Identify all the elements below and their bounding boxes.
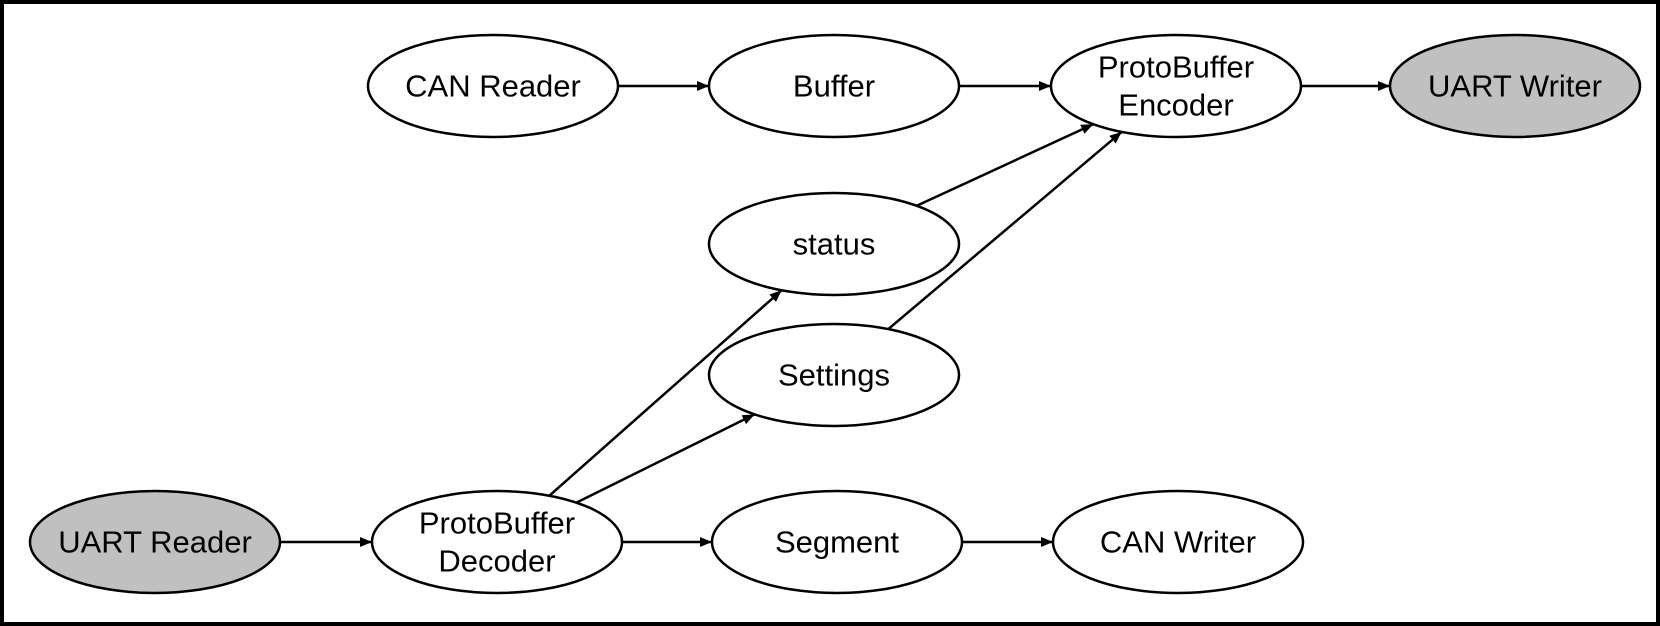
node-can-reader-label-line-1: CAN Reader [405, 69, 581, 104]
node-uart-writer-label-line-1: UART Writer [1428, 69, 1602, 104]
node-uart-reader-label-line-1: UART Reader [58, 525, 252, 560]
node-uart-reader: UART Reader [28, 489, 282, 595]
node-status-label-line-1: status [793, 227, 876, 262]
node-status-ellipse [707, 191, 961, 297]
edge-settings-to-protobuffer-encoder [887, 130, 1123, 331]
node-protobuffer-decoder-label-line-1: ProtoBuffer [419, 506, 575, 541]
node-protobuffer-decoder-ellipse [370, 489, 624, 595]
node-can-writer: CAN Writer [1051, 489, 1305, 595]
node-segment-ellipse [710, 489, 964, 595]
node-protobuffer-encoder-label-line-2: Encoder [1118, 88, 1233, 123]
node-can-reader-ellipse [366, 33, 620, 139]
node-protobuffer-encoder-label-line-1: ProtoBuffer [1098, 50, 1254, 85]
node-settings-ellipse [707, 322, 961, 428]
node-buffer-label-line-1: Buffer [793, 69, 875, 104]
edges-layer [280, 81, 1390, 547]
node-can-reader: CAN Reader [366, 33, 620, 139]
edge-protobuffer-decoder-to-settings [575, 413, 756, 504]
node-uart-writer: UART Writer [1388, 33, 1642, 139]
edge-protobuffer-decoder-to-status [548, 289, 783, 497]
node-settings: Settings [707, 322, 961, 428]
node-buffer: Buffer [707, 33, 961, 139]
node-can-writer-label-line-1: CAN Writer [1100, 525, 1256, 560]
edge-status-to-protobuffer-encoder [916, 123, 1094, 207]
node-uart-reader-ellipse [28, 489, 282, 595]
node-segment-label-line-1: Segment [775, 525, 899, 560]
node-can-writer-ellipse [1051, 489, 1305, 595]
node-status: status [707, 191, 961, 297]
node-protobuffer-decoder-label-line-2: Decoder [438, 544, 555, 579]
node-protobuffer-encoder-ellipse [1049, 33, 1303, 139]
node-settings-label-line-1: Settings [778, 358, 890, 393]
node-buffer-ellipse [707, 33, 961, 139]
node-segment: Segment [710, 489, 964, 595]
node-uart-writer-ellipse [1388, 33, 1642, 139]
